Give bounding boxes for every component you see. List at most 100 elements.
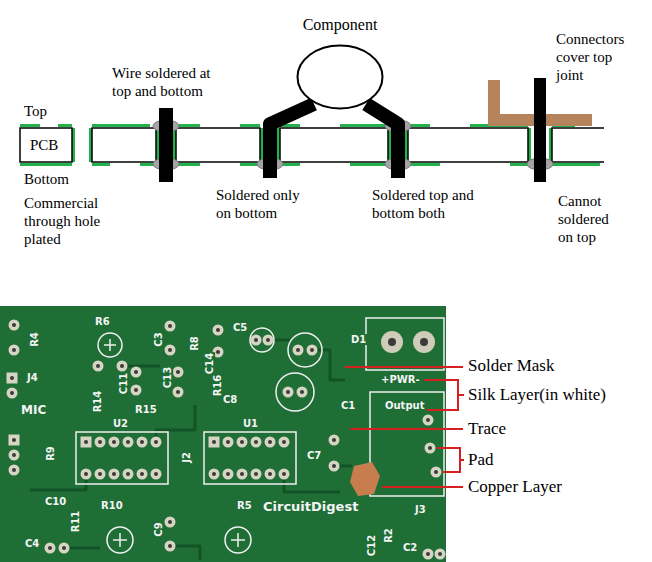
pcb-board: [20, 128, 72, 162]
silk-outline: [113, 533, 127, 547]
wire-and-pins: [534, 78, 546, 182]
silkscreen-label: Output: [384, 400, 425, 411]
wire-and-pins: [366, 104, 398, 178]
silkscreen-label: R9: [45, 445, 56, 462]
pad: [265, 437, 276, 448]
pad: [151, 469, 162, 480]
pad: [265, 469, 276, 480]
silkscreen-label: R8: [189, 335, 200, 352]
annotation-label: Bottom: [24, 170, 69, 188]
wire-and-pins: [159, 108, 173, 182]
pad: [431, 467, 442, 478]
pcb-board: [92, 128, 156, 162]
trace: [122, 365, 160, 368]
component-heading: Component: [303, 15, 378, 34]
component-body: [296, 44, 384, 110]
pad: [93, 361, 104, 372]
pad: [307, 345, 318, 356]
pad: [131, 385, 142, 396]
pad: [173, 367, 184, 378]
pcb-board: [408, 128, 528, 162]
pad: [423, 415, 434, 426]
pad: [173, 387, 184, 398]
pad: [435, 549, 446, 560]
silk-outline: [276, 373, 314, 411]
silkscreen-label: R6: [94, 316, 111, 327]
pad: [95, 437, 106, 448]
silkscreen-label: C9: [153, 521, 164, 537]
pad: [123, 469, 134, 480]
silk-outline: [288, 333, 322, 367]
silkscreen-label: C14: [204, 352, 215, 375]
pad: [9, 465, 20, 476]
silkscreen-label: C5: [232, 322, 248, 333]
trace: [30, 340, 352, 560]
pcb-board: [176, 128, 260, 162]
callout-label: Silk Layer(in white): [468, 386, 606, 405]
pad: [279, 469, 290, 480]
silkscreen-label: CircuitDigest: [262, 500, 359, 514]
pad: [95, 469, 106, 480]
callout-leader: [382, 486, 463, 488]
silkscreen-label: R11: [70, 510, 81, 534]
silk-outline: [76, 318, 444, 553]
silkscreen-label: U1: [242, 418, 259, 429]
pad: [7, 388, 18, 399]
pad: [213, 325, 224, 336]
callout-leader: [437, 448, 464, 472]
pad: [45, 543, 56, 554]
silkscreen-label: R14: [92, 390, 103, 414]
pad: [279, 437, 290, 448]
pad: [251, 469, 262, 480]
pad: [209, 437, 220, 448]
silkscreen-label: J4: [26, 372, 39, 383]
callout-leader: [350, 428, 463, 430]
copper-patch: [350, 462, 380, 496]
callout-label: Solder Mask: [468, 357, 554, 376]
pad: [137, 469, 148, 480]
pad: [59, 543, 70, 554]
component-circle: Component: [296, 44, 384, 110]
silk-outline: [231, 533, 245, 547]
silkscreen-label: R2: [383, 527, 394, 544]
silkscreen-label: R4: [29, 331, 40, 348]
pad: [9, 320, 20, 331]
component-body: [298, 46, 383, 109]
pad: [237, 469, 248, 480]
copper-plating: [74, 128, 551, 162]
pad: [109, 469, 120, 480]
silk-outline: [98, 333, 122, 357]
silk-outline: [76, 432, 168, 484]
callout-label: Trace: [468, 420, 506, 439]
silk-outline: [370, 392, 444, 496]
silkscreen-label: C13: [162, 366, 173, 389]
silk-outline: [104, 339, 116, 351]
wire-and-pins: [270, 104, 314, 178]
pad: [109, 437, 120, 448]
pad: [209, 469, 220, 480]
silkscreen-label: R5: [236, 500, 253, 511]
silkscreen-label: U2: [112, 418, 129, 429]
solder-mask: [0, 306, 446, 562]
pad: [329, 461, 340, 472]
pad: [117, 361, 128, 372]
pad: [223, 469, 234, 480]
pad: [413, 331, 435, 353]
trace: [284, 474, 340, 492]
silkscreen-label: D1: [350, 334, 367, 345]
pad: [9, 435, 20, 446]
callout-label: Copper Layer: [468, 478, 562, 497]
pad: [425, 443, 436, 454]
silkscreen-label: C11: [118, 372, 129, 395]
annotation-label: Top: [24, 102, 47, 120]
annotation-label: Soldered only on bottom: [216, 186, 316, 222]
silkscreen-label: R15: [134, 404, 158, 415]
silkscreen-label: C3: [153, 331, 164, 347]
callout-leader: [345, 367, 464, 487]
board-label: PCB: [30, 136, 58, 154]
trace: [312, 350, 345, 380]
pad: [123, 437, 134, 448]
pad: [81, 437, 92, 448]
silkscreen-label: C1: [340, 400, 356, 411]
silkscreen-label: C7: [306, 450, 322, 461]
